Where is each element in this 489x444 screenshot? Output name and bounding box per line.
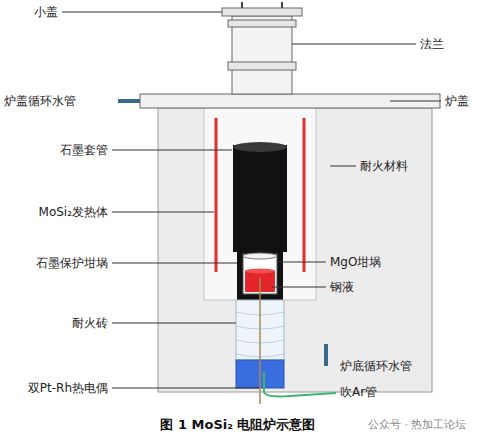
lid-water-pipe: [118, 99, 140, 103]
part-label: 吹Ar管: [340, 385, 377, 399]
heating-element: [303, 118, 306, 272]
furnace-body: [158, 108, 432, 392]
cap-pin: [241, 2, 243, 8]
molten-steel-top: [245, 269, 275, 274]
part-label: 石墨保护坩埚: [36, 256, 108, 270]
part-label: 炉盖: [445, 94, 469, 108]
part-label: MgO坩埚: [330, 255, 381, 269]
graphite-sleeve: [233, 145, 287, 252]
part-label: 炉底循环水管: [340, 359, 412, 373]
part-label: 小盖: [34, 5, 58, 19]
part-label: 双Pt-Rh热电偶: [28, 381, 108, 395]
part-label: MoSi₂发热体: [39, 205, 108, 219]
part-label: 法兰: [420, 37, 444, 51]
flange-ring: [228, 20, 296, 27]
heating-element: [215, 118, 218, 272]
part-label: 炉盖循环水管: [4, 94, 76, 108]
argon-tube: [264, 372, 336, 397]
flange-ring: [228, 62, 296, 70]
cap-pin: [281, 2, 283, 8]
part-label: 耐火砖: [72, 316, 108, 330]
furnace-lid: [140, 94, 440, 108]
small-cap: [222, 8, 302, 16]
furnace-chamber: [204, 108, 316, 300]
watermark: 公众号 · 热加工论坛: [368, 418, 467, 431]
flange-column: [232, 16, 292, 94]
leader-lines: [62, 12, 441, 388]
mgo-crucible-top: [243, 253, 277, 259]
graphite-sleeve-top: [233, 142, 287, 152]
thermocouple: [259, 278, 261, 404]
figure-caption: 图 1 MoSi₂ 电阻炉示意图: [160, 417, 315, 433]
bottom-water-pipe: [324, 344, 328, 366]
part-label: 耐火材料: [360, 159, 408, 173]
part-label: 石墨套管: [60, 143, 108, 157]
part-label: 钢液: [330, 280, 354, 294]
